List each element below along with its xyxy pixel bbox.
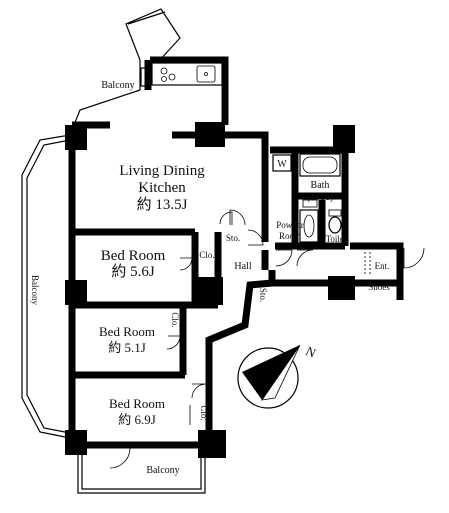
balcony-door-kitchen: [140, 67, 150, 87]
ldk-label-line2: Kitchen: [138, 180, 186, 196]
closet-label-1: Clo.: [199, 250, 214, 260]
bedroom-3-label: Bed Room: [109, 396, 165, 411]
bedroom-3-size: 約 6.9J: [118, 412, 156, 427]
balcony-bottom-label: Balcony: [146, 465, 179, 476]
bedroom-2-size: 約 5.1J: [108, 340, 146, 355]
storage-label-2: Sto.: [258, 288, 268, 302]
windows-left: [68, 155, 76, 426]
balcony-left-outline: [21, 134, 71, 439]
structural-columns: [65, 122, 355, 458]
storage-label-1: Sto.: [226, 233, 240, 243]
kitchen-counter: [151, 62, 223, 86]
toilet-icon: [328, 209, 342, 234]
toilet-label: Toilet: [326, 234, 347, 244]
vanity-icon: [302, 199, 318, 208]
doors: [109, 209, 425, 469]
bath-size: (1416): [307, 192, 334, 203]
balcony-bottom-outline: [77, 448, 206, 494]
washer-icon: [272, 154, 292, 172]
bedroom-2-label: Bed Room: [99, 324, 155, 339]
compass-north-label: N: [303, 343, 318, 361]
closet-label-2: Clo.: [170, 312, 180, 327]
balcony-top-label: Balcony: [101, 80, 134, 91]
entrance-label: Ent.: [375, 261, 390, 271]
hall-label: Hall: [234, 261, 251, 272]
compass-icon: [237, 344, 301, 409]
ldk-size: 約 13.5J: [137, 196, 188, 213]
bathtub-icon: [299, 153, 341, 177]
sink-icon: [299, 209, 319, 243]
ldk-label-line1: Living Dining: [119, 163, 205, 179]
powder-room-label-line2: Room: [279, 231, 301, 241]
bath-label: Bath: [311, 180, 330, 191]
washer-label: W: [277, 159, 287, 170]
bedroom-1-size: 約 5.6J: [111, 263, 155, 280]
balcony-top-outline: [71, 8, 181, 131]
balcony-left-label: Balcony: [30, 275, 40, 305]
shoes-label: Shoes: [368, 282, 390, 292]
closet-label-3: Clo.: [199, 405, 209, 420]
powder-room-label-line1: Powder: [276, 220, 304, 230]
bedroom-1-label: Bed Room: [101, 248, 166, 264]
